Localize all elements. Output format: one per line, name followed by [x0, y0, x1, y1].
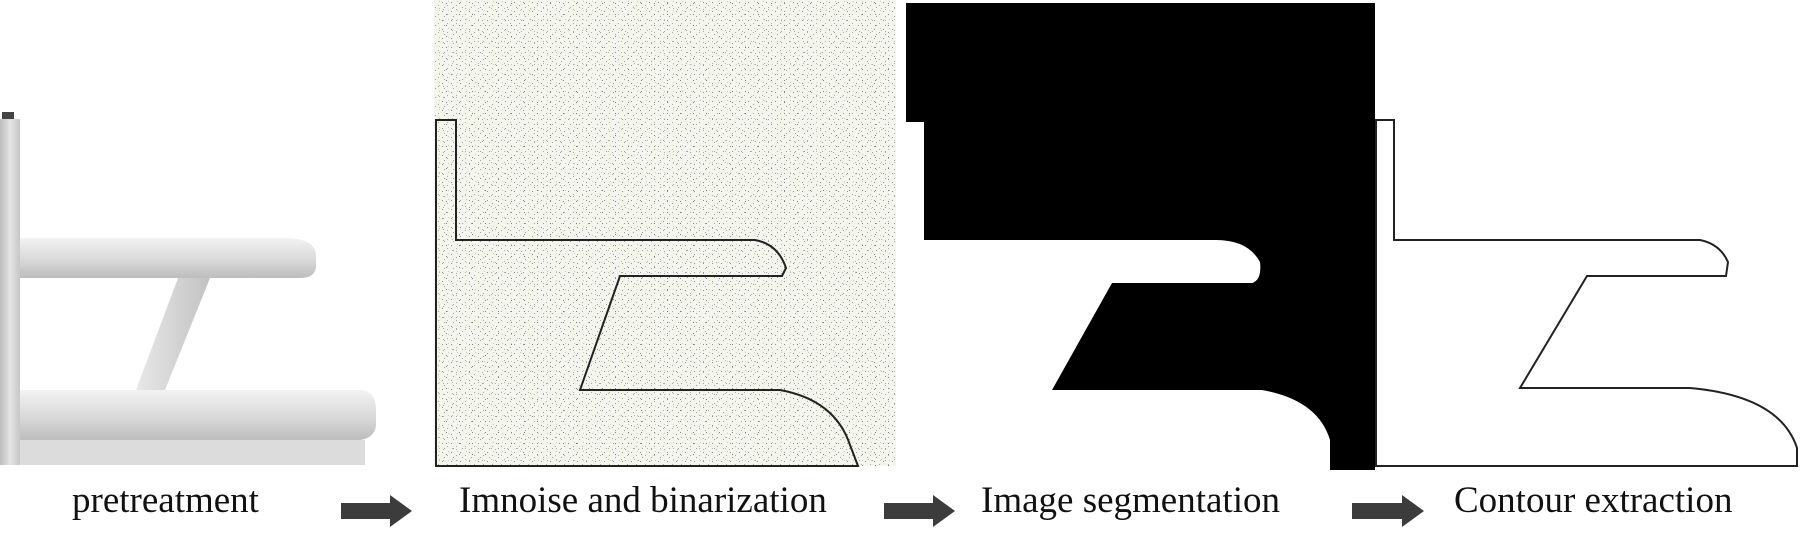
noisy-contour: [435, 119, 860, 467]
right-arrow-icon: [884, 495, 955, 527]
stage-label-pretreatment: pretreatment: [72, 480, 259, 521]
post-cap: [2, 112, 14, 120]
upper-shelf: [20, 238, 316, 278]
stage-label-contour: Contour extraction: [1454, 480, 1733, 521]
stage-label-imnoise: Imnoise and binarization: [459, 480, 827, 521]
diagonal-strut: [136, 278, 210, 390]
base-block: [20, 440, 365, 465]
extracted-contour: [1375, 119, 1798, 467]
contour-panel: [1375, 119, 1798, 467]
stage-label-segmentation: Image segmentation: [981, 480, 1280, 521]
right-arrow-icon: [1352, 495, 1424, 527]
imnoise-panel: [434, 0, 896, 467]
pretreatment-panel: [0, 112, 376, 465]
segmentation-panel: [906, 3, 1375, 470]
segmented-region: [906, 3, 1375, 470]
noise-overlay: [434, 0, 896, 466]
vertical-post: [0, 119, 20, 465]
right-arrow-icon: [341, 495, 412, 527]
lower-shelf: [20, 390, 376, 440]
